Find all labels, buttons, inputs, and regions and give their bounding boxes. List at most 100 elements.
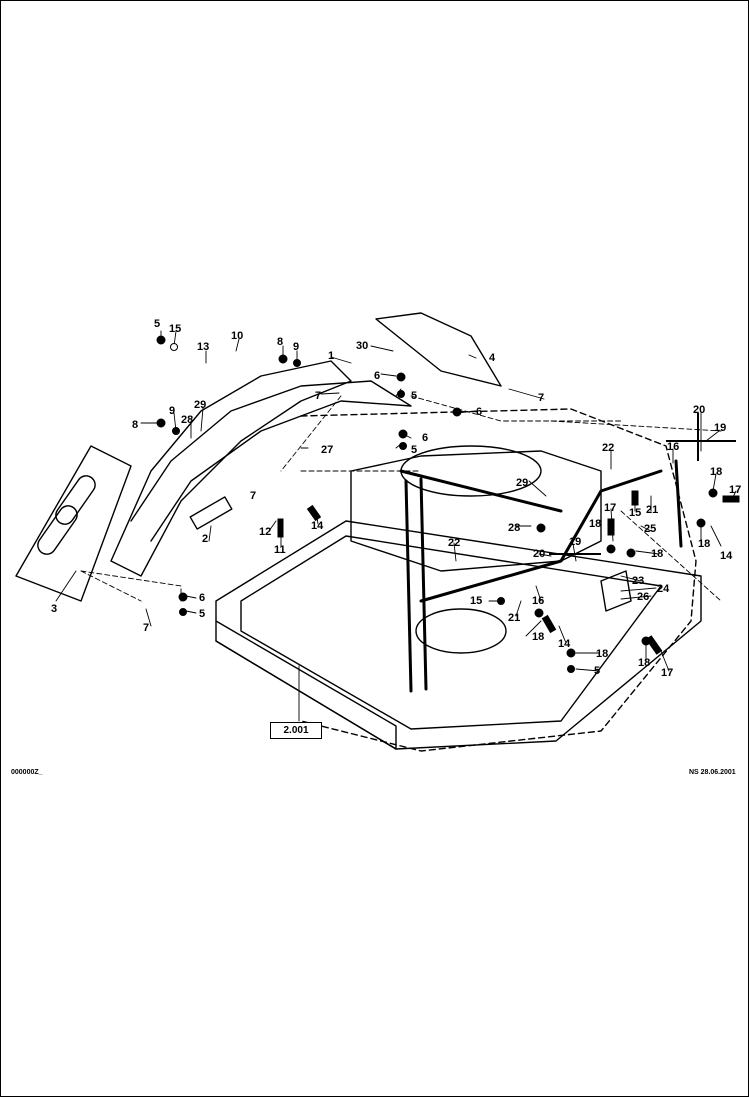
leader-lines: [55, 330, 737, 722]
callout-6: 6: [422, 432, 428, 444]
nut-6d: [178, 592, 188, 602]
top-cover: [375, 312, 502, 387]
callout-15: 15: [629, 507, 641, 519]
base-frame-front: [215, 620, 397, 750]
callout-16: 16: [667, 441, 679, 453]
callout-28: 28: [508, 522, 520, 534]
callout-18: 18: [698, 538, 710, 550]
roll-bar-cross: [399, 469, 563, 513]
cab-floor-dashed: [300, 408, 697, 752]
bolt-17c: [645, 635, 663, 655]
callout-7: 7: [250, 490, 256, 502]
callout-17: 17: [729, 484, 741, 496]
callout-7: 7: [538, 392, 544, 404]
callout-5: 5: [594, 665, 600, 677]
callout-22: 22: [448, 537, 460, 549]
callout-2: 2: [202, 533, 208, 545]
callout-18: 18: [589, 518, 601, 530]
callout-labels: 5 15 13 10 8 9 1 7 30 4 6 5 7 6 6 5 8 9 …: [51, 318, 741, 679]
callout-6: 6: [476, 406, 482, 418]
drawing-code: 000000Z_: [11, 769, 43, 776]
nut-18e: [566, 648, 576, 658]
callout-21: 21: [508, 612, 520, 624]
callout-18: 18: [651, 548, 663, 560]
callout-20: 20: [693, 404, 705, 416]
nut-9a: [293, 359, 301, 367]
callout-23: 23: [632, 575, 644, 587]
callout-14: 14: [558, 638, 571, 650]
bolt-17b: [722, 495, 740, 503]
nut-28a: [536, 523, 546, 533]
callout-29: 29: [194, 399, 206, 411]
callout-26: 26: [637, 591, 649, 603]
callout-3: 3: [51, 603, 57, 615]
nut-5d: [179, 608, 187, 616]
nut-18d: [626, 548, 636, 558]
callout-6: 6: [374, 370, 380, 382]
callout-7: 7: [143, 622, 149, 634]
callout-15: 15: [470, 595, 482, 607]
callout-8: 8: [132, 419, 138, 431]
callout-1: 1: [328, 350, 334, 362]
bolt-25: [631, 490, 639, 506]
callout-9: 9: [169, 405, 175, 417]
callout-19: 19: [714, 422, 726, 434]
callout-17: 17: [604, 502, 616, 514]
callout-6: 6: [199, 592, 205, 604]
nut-5a: [156, 335, 166, 345]
callout-19: 19: [569, 536, 581, 548]
callout-15: 15: [169, 323, 181, 335]
callout-7: 7: [315, 390, 321, 402]
fender-left-edge: [130, 380, 412, 542]
nut-6b: [452, 407, 462, 417]
step-grip: [189, 496, 233, 530]
callout-16: 16: [532, 595, 544, 607]
callout-17: 17: [661, 667, 673, 679]
callout-18: 18: [710, 466, 722, 478]
callout-24: 24: [657, 583, 670, 595]
callout-5: 5: [154, 318, 160, 330]
callout-14: 14: [720, 550, 733, 562]
side-panel: [15, 445, 132, 602]
callout-5: 5: [411, 390, 417, 402]
nut-5b: [397, 390, 405, 398]
bolt-17a: [607, 518, 615, 536]
callout-20: 20: [533, 548, 545, 560]
callout-10: 10: [231, 330, 243, 342]
bolt-14a: [306, 504, 322, 522]
frame-opening: [415, 608, 507, 654]
callout-5: 5: [199, 608, 205, 620]
nut-18g: [534, 608, 544, 618]
callout-5: 5: [411, 444, 417, 456]
side-panel-slot-1: [55, 475, 96, 525]
fender-left: [110, 360, 352, 577]
nut-5e: [567, 665, 575, 673]
roll-bar-left-post: [404, 479, 413, 693]
callout-30: 30: [356, 340, 368, 352]
dashed-connectors: [80, 395, 722, 602]
cab-subframe: [350, 450, 602, 572]
bolt-14b: [541, 614, 557, 634]
callout-4: 4: [489, 352, 496, 364]
nut-6c: [398, 429, 408, 439]
nut-5c: [399, 442, 407, 450]
callout-12: 12: [259, 526, 271, 538]
callout-22: 22: [602, 442, 614, 454]
callout-9: 9: [293, 341, 299, 353]
reference-box: 2.001: [270, 722, 322, 739]
nut-9b: [172, 427, 180, 435]
washer-15a: [170, 343, 178, 351]
roll-bar-right-post: [674, 459, 683, 548]
bolt-11: [277, 518, 284, 538]
roll-bar-left-post-b: [419, 477, 428, 691]
callout-18: 18: [638, 657, 650, 669]
callout-14: 14: [311, 520, 324, 532]
nut-8b: [156, 418, 166, 428]
base-frame-inner: [240, 535, 662, 730]
side-panel-slot-2: [37, 505, 78, 555]
drawing-date: NS 28.06.2001: [689, 769, 736, 776]
callout-21: 21: [646, 504, 658, 516]
nut-18c: [606, 544, 616, 554]
nut-15b: [497, 597, 505, 605]
